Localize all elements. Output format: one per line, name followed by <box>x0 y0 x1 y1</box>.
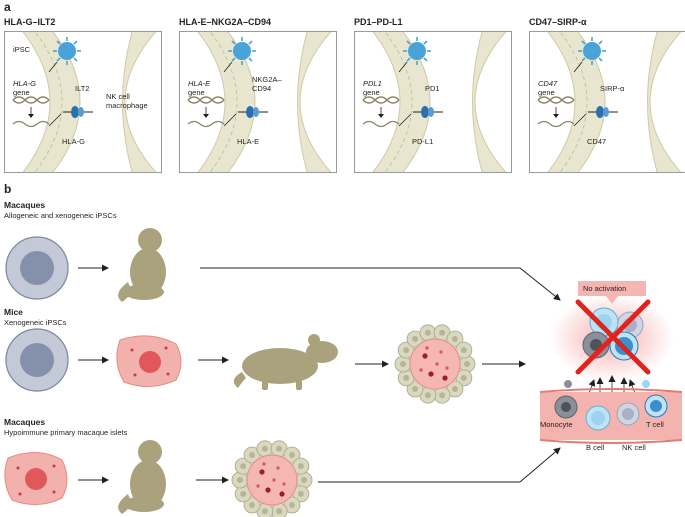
gene-word-label: gene <box>188 88 205 97</box>
ipsc-label: iPSC <box>13 45 31 54</box>
vessel-cells <box>554 380 668 431</box>
row2-transplanted-islet <box>394 324 476 404</box>
gene-name-label: CD47 <box>538 79 558 88</box>
ligand-label: PD-L1 <box>412 137 434 146</box>
row1-subtitle: Allogeneic and xenogeneic iPSCs <box>4 211 117 220</box>
pathway-illustration <box>12 32 157 172</box>
row1-title: Macaques <box>4 200 46 210</box>
ligand-receptor-icon <box>71 106 79 118</box>
row2-ipsc-cell <box>5 328 69 392</box>
dna-icon <box>362 96 400 104</box>
gene-word-label: gene <box>538 88 555 97</box>
nk-cell-label: NK cell <box>622 443 646 452</box>
dna-icon <box>187 96 225 104</box>
gene-word-label: gene <box>13 88 30 97</box>
mrna-icon <box>362 120 400 128</box>
gene-word-label: gene <box>363 88 380 97</box>
row2-subtitle: Xenogeneic iPSCs <box>4 318 67 327</box>
row3-transplanted-islet <box>231 440 313 517</box>
receptor-label: PD1 <box>425 84 440 93</box>
mrna-icon <box>187 120 225 128</box>
receptor-label: NKG2A– CD94 <box>252 75 282 93</box>
row2-title: Mice <box>4 307 23 317</box>
no-activation-banner <box>578 281 646 296</box>
row1-macaque-icon <box>118 228 166 302</box>
row1-ipsc-cell <box>5 236 69 300</box>
mrna-icon <box>537 120 575 128</box>
gene-name-label: PDL1 <box>363 79 382 88</box>
virus-icon <box>578 37 606 65</box>
panel-a-title-2: HLA-E–NKG2A–CD94 <box>179 17 272 27</box>
ligand-receptor-icon <box>596 106 604 118</box>
row3-subtitle: Hypoimmune primary macaque islets <box>4 428 128 437</box>
virus-icon <box>53 37 81 65</box>
panel-a-letter: a <box>4 0 11 14</box>
pathway-illustration <box>362 32 507 172</box>
no-activation-label: No activation <box>583 284 627 293</box>
row2-islet-cell <box>116 335 182 387</box>
ligand-receptor-icon <box>246 106 254 118</box>
ligand-receptor-icon <box>421 106 429 118</box>
b-cell-label: B cell <box>586 443 605 452</box>
immune-result <box>539 281 683 444</box>
ligand-label: CD47 <box>587 137 607 146</box>
row3-macaque-icon <box>118 440 166 514</box>
t-cell-label: T cell <box>646 420 664 429</box>
gene-name-label: HLA-G <box>13 79 36 88</box>
monocyte-label: Monocyte <box>540 420 573 429</box>
row3-title: Macaques <box>4 417 46 427</box>
row3-islet-cell <box>4 452 68 505</box>
panel-a-title-1: HLA-G–ILT2 <box>4 17 56 27</box>
ligand-label: HLA-G <box>62 137 85 146</box>
ligand-label: HLA-E <box>237 137 260 146</box>
row3-arrow-3 <box>519 447 561 483</box>
dna-icon <box>12 96 50 104</box>
gene-name-label: HLA-E <box>188 79 211 88</box>
pathway-illustration <box>187 32 332 172</box>
panel-b-letter: b <box>4 182 12 196</box>
cross-line-2 <box>575 299 651 375</box>
pathway-illustration <box>537 32 682 172</box>
panel-a-title-4: CD47–SIRP-α <box>529 17 587 27</box>
virus-icon <box>228 37 256 65</box>
mrna-icon <box>12 120 50 128</box>
row1-arrow-2 <box>519 267 561 301</box>
receptor-label: SIRP-α <box>600 84 625 93</box>
row2-mouse-icon <box>233 334 338 390</box>
panel-a-title-3: PD1–PD-L1 <box>354 17 403 27</box>
dna-icon <box>537 96 575 104</box>
target-cell-label: NK cell macrophage <box>106 92 148 110</box>
virus-icon <box>403 37 431 65</box>
receptor-label: ILT2 <box>75 84 90 93</box>
